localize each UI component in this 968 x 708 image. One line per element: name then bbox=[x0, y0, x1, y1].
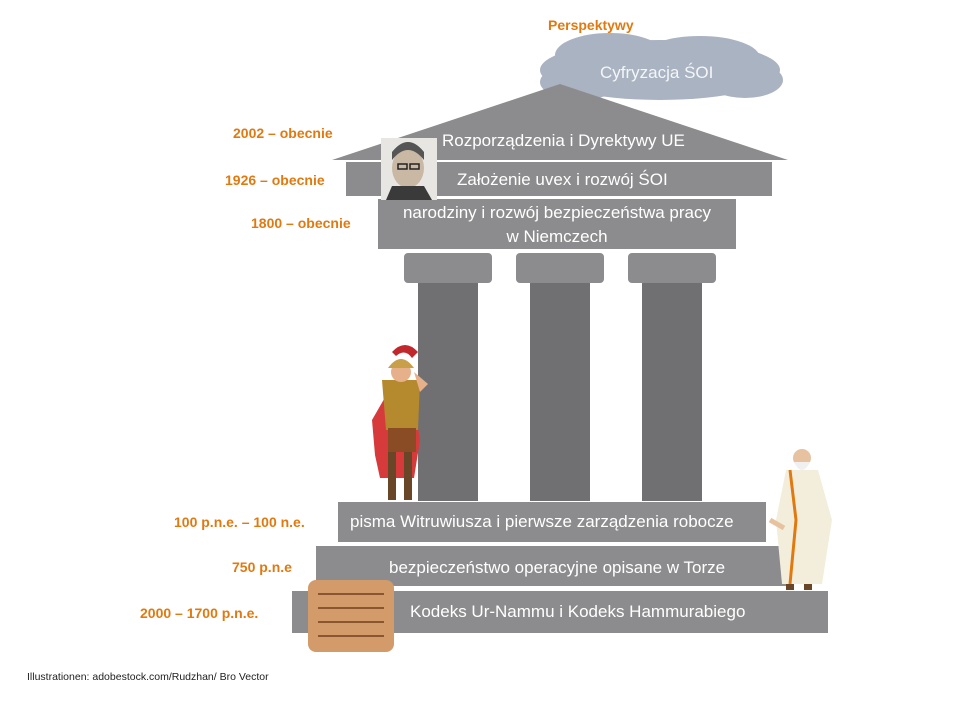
header-title: Perspektywy bbox=[548, 17, 634, 33]
portrait-photo bbox=[381, 138, 437, 200]
cloud-label: Cyfryzacja ŚOI bbox=[600, 63, 714, 82]
entablature-slab-1800 bbox=[378, 199, 736, 249]
capital-middle bbox=[516, 253, 604, 283]
tier-date-2002: 2002 – obecnie bbox=[233, 125, 333, 141]
tier-text-750bc: bezpieczeństwo operacyjne opisane w Torz… bbox=[389, 558, 726, 577]
step-top bbox=[338, 502, 766, 542]
temple-roof bbox=[332, 84, 788, 160]
step-middle bbox=[316, 546, 786, 586]
tier-date-1926: 1926 – obecnie bbox=[225, 172, 325, 188]
roman-soldier-figure bbox=[372, 345, 428, 500]
capital-left bbox=[404, 253, 492, 283]
cloud-shape bbox=[540, 33, 783, 100]
column-middle bbox=[530, 283, 590, 501]
column-left bbox=[418, 283, 478, 501]
capital-right bbox=[628, 253, 716, 283]
tier-text-1926: Założenie uvex i rozwój ŚOI bbox=[457, 170, 668, 189]
tier-text-2000bc: Kodeks Ur-Nammu i Kodeks Hammurabiego bbox=[410, 602, 746, 621]
tier-date-1800: 1800 – obecnie bbox=[251, 215, 351, 231]
greek-philosopher-figure bbox=[768, 449, 832, 590]
tier-text-2002: Rozporządzenia i Dyrektywy UE bbox=[442, 131, 685, 150]
cuneiform-tablet bbox=[308, 580, 394, 652]
image-credit: Illustrationen: adobestock.com/Rudzhan/ … bbox=[27, 671, 269, 683]
tier-text-100bc: pisma Witruwiusza i pierwsze zarządzenia… bbox=[350, 512, 734, 531]
tier-date-100bc: 100 p.n.e. – 100 n.e. bbox=[174, 514, 305, 530]
tier-text-1800-line1: narodziny i rozwój bezpieczeństwa pracy bbox=[402, 203, 712, 222]
tier-text-1800-line2: w Niemczech bbox=[506, 227, 608, 246]
tier-date-750bc: 750 p.n.e bbox=[232, 559, 292, 575]
column-right bbox=[642, 283, 702, 501]
tier-date-2000bc: 2000 – 1700 p.n.e. bbox=[140, 605, 259, 621]
